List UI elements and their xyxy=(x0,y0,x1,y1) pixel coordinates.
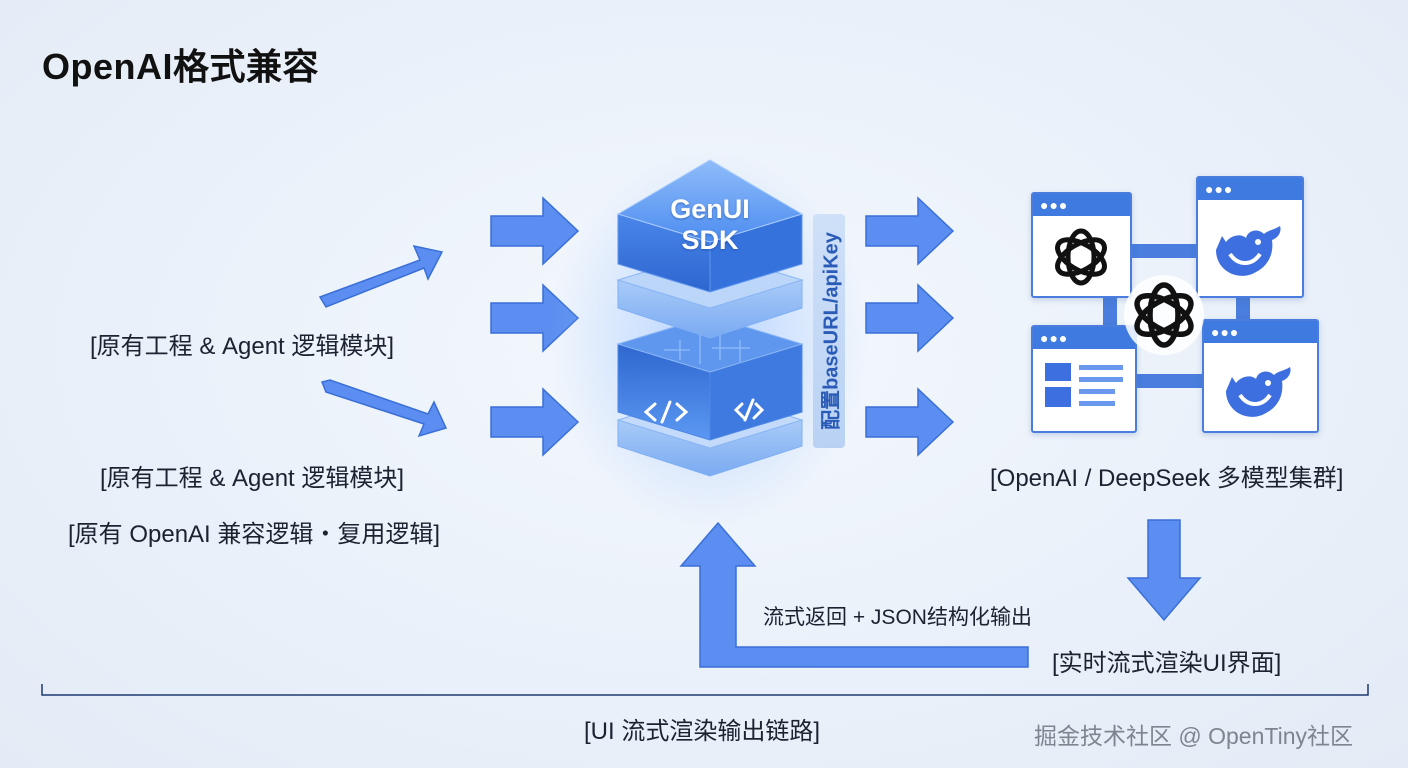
render-label: [实时流式渲染UI界面] xyxy=(1052,650,1282,677)
link-icon xyxy=(733,398,765,422)
model-window-document: ●●● xyxy=(1031,325,1137,433)
arrow-down xyxy=(1126,519,1202,622)
arrow-out-3 xyxy=(865,387,955,457)
code-icon xyxy=(643,400,689,424)
input-label-1: [原有工程 & Agent 逻辑模块] xyxy=(90,333,395,360)
window-titlebar: ●●● xyxy=(1033,327,1135,349)
openai-icon xyxy=(1134,282,1194,348)
stream-label: 流式返回 + JSON结构化输出 xyxy=(763,606,1032,629)
input-label-2: [原有工程 & Agent 逻辑模块] xyxy=(100,465,405,492)
chain-label: [UI 流式渲染输出链路] xyxy=(584,718,821,745)
arrow-diagonal-up xyxy=(318,244,444,308)
watermark: 掘金技术社区 @ OpenTiny社区 xyxy=(1034,723,1353,749)
document-icon xyxy=(1045,363,1123,407)
sdk-name-line2: SDK xyxy=(681,225,739,255)
openai-icon xyxy=(1055,228,1107,286)
model-window-deepseek-2: ●●● xyxy=(1202,319,1319,433)
arrow-in-3 xyxy=(490,387,580,457)
arrow-out-1 xyxy=(865,196,955,266)
config-label: 配置baseURL/apiKey xyxy=(820,232,843,430)
arrow-diagonal-down xyxy=(320,379,448,438)
arrow-out-2 xyxy=(865,283,955,353)
cluster-label: [OpenAI / DeepSeek 多模型集群] xyxy=(990,465,1344,492)
window-dots-icon: ●●● xyxy=(1040,330,1069,346)
window-titlebar: ●●● xyxy=(1204,321,1317,343)
window-titlebar: ●●● xyxy=(1033,194,1130,216)
cluster-connectors xyxy=(1103,244,1250,388)
sdk-name-line1: GenUI xyxy=(670,194,750,224)
config-panel: 配置baseURL/apiKey xyxy=(813,214,845,448)
sdk-title: GenUI SDK xyxy=(660,194,760,256)
window-titlebar: ●●● xyxy=(1198,178,1302,200)
window-dots-icon: ●●● xyxy=(1040,197,1069,213)
arrow-in-1 xyxy=(490,196,580,266)
return-arrow xyxy=(679,521,1029,668)
openai-center-badge xyxy=(1124,275,1204,355)
model-window-openai-1: ●●● xyxy=(1031,192,1132,298)
window-dots-icon: ●●● xyxy=(1211,324,1240,340)
page-title: OpenAI格式兼容 xyxy=(42,46,320,87)
window-dots-icon: ●●● xyxy=(1205,181,1234,197)
model-window-deepseek-1: ●●● xyxy=(1196,176,1304,298)
deepseek-whale-icon xyxy=(1216,226,1281,276)
bottom-bracket xyxy=(41,684,1369,696)
input-label-3: [原有 OpenAI 兼容逻辑・复用逻辑] xyxy=(68,521,441,548)
deepseek-whale-icon xyxy=(1226,367,1291,417)
